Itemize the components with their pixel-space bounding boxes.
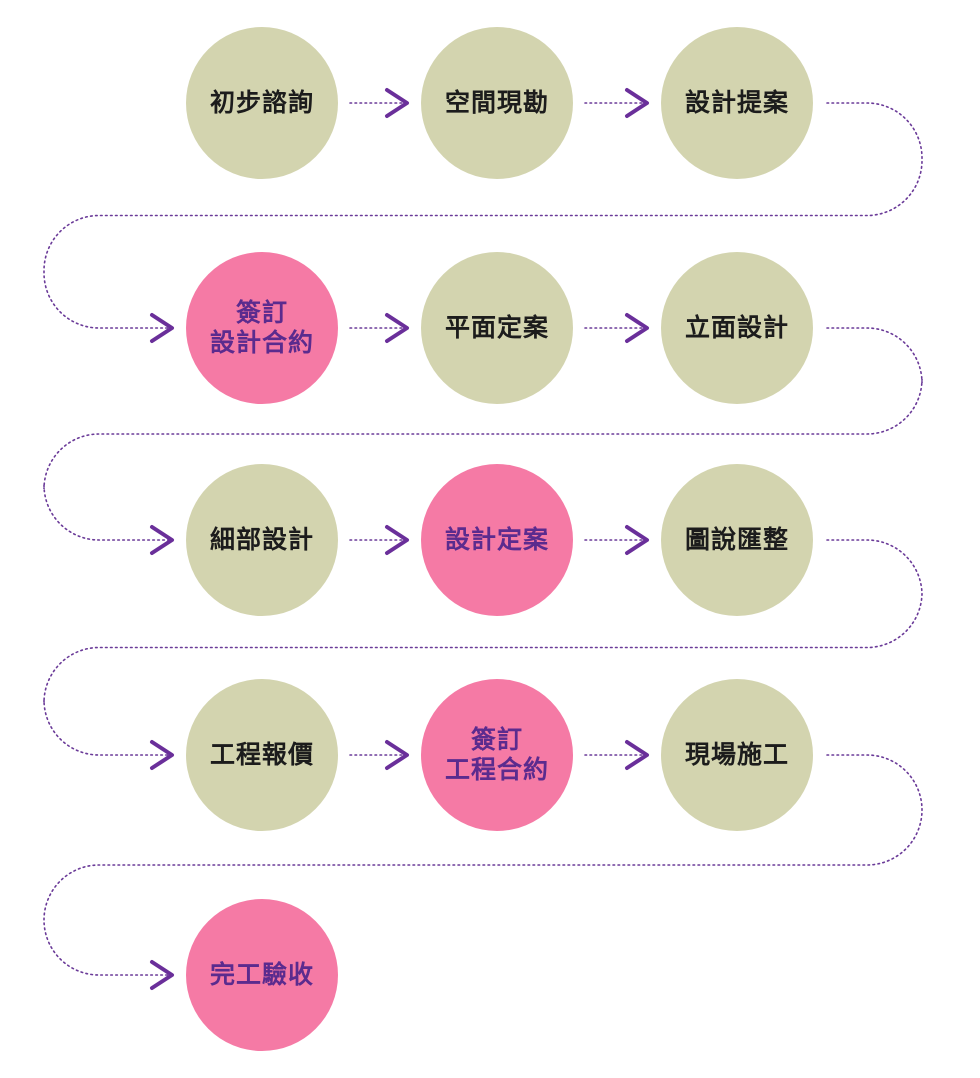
- step-label-line-2: 工程合約: [444, 755, 549, 784]
- step-label: 設計定案: [444, 525, 549, 554]
- step-completion-inspection: 完工驗收: [186, 899, 338, 1051]
- step-label-line-1: 簽訂: [470, 725, 523, 754]
- chevron-arrow-icon: [150, 740, 174, 770]
- step-label-line-1: 簽訂: [235, 298, 288, 327]
- connector-lines: [43, 102, 923, 976]
- step-site-survey: 空間現勘: [421, 27, 573, 179]
- serpentine-connector: [43, 539, 923, 756]
- step-sign-design-contract: 簽訂 設計合約: [186, 252, 338, 404]
- serpentine-connector: [43, 327, 923, 541]
- chevron-arrow-icon: [385, 525, 409, 555]
- step-label: 細部設計: [209, 525, 314, 554]
- step-on-site-construction: 現場施工: [661, 679, 813, 831]
- step-drawings-compilation: 圖說匯整: [661, 464, 813, 616]
- arrowheads: [150, 88, 649, 990]
- step-label: 圖說匯整: [684, 525, 789, 554]
- chevron-arrow-icon: [625, 740, 649, 770]
- chevron-arrow-icon: [150, 525, 174, 555]
- step-construction-quote: 工程報價: [186, 679, 338, 831]
- step-design-proposal: 設計提案: [661, 27, 813, 179]
- chevron-arrow-icon: [625, 88, 649, 118]
- serpentine-connector: [43, 102, 923, 329]
- step-label: 平面定案: [444, 313, 549, 342]
- chevron-arrow-icon: [150, 313, 174, 343]
- chevron-arrow-icon: [385, 740, 409, 770]
- step-label: 完工驗收: [209, 960, 314, 989]
- chevron-arrow-icon: [150, 960, 174, 990]
- step-sign-construction-contract: 簽訂 工程合約: [421, 679, 573, 831]
- chevron-arrow-icon: [625, 525, 649, 555]
- step-label: 立面設計: [684, 313, 789, 342]
- step-label-line-2: 設計合約: [209, 328, 314, 357]
- step-initial-consultation: 初步諮詢: [186, 27, 338, 179]
- step-design-final: 設計定案: [421, 464, 573, 616]
- step-label: 工程報價: [209, 740, 314, 769]
- step-floor-plan-final: 平面定案: [421, 252, 573, 404]
- step-detail-design: 細部設計: [186, 464, 338, 616]
- chevron-arrow-icon: [625, 313, 649, 343]
- step-label: 初步諮詢: [209, 88, 314, 117]
- serpentine-connector: [43, 754, 923, 976]
- step-elevation-design: 立面設計: [661, 252, 813, 404]
- chevron-arrow-icon: [385, 313, 409, 343]
- step-label: 設計提案: [684, 88, 789, 117]
- step-label: 空間現勘: [444, 88, 549, 117]
- chevron-arrow-icon: [385, 88, 409, 118]
- step-label: 現場施工: [684, 740, 789, 769]
